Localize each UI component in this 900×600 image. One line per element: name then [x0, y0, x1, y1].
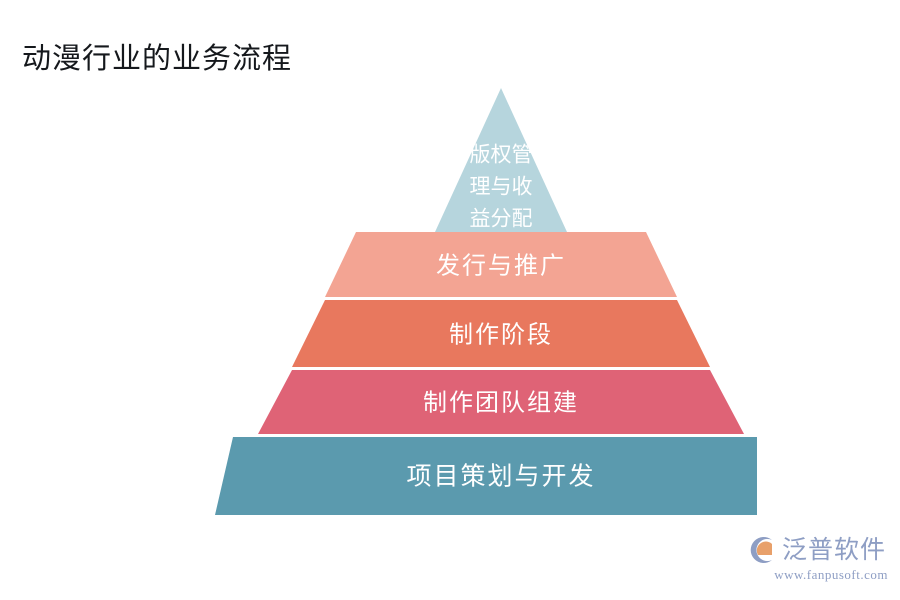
pyramid-layer-1-line-1: 版权管	[470, 144, 533, 167]
pyramid-layer-5[interactable]: 项目策划与开发	[215, 437, 757, 515]
pyramid-layer-2-shape[interactable]	[325, 232, 677, 297]
pyramid-layer-1-shape[interactable]	[435, 88, 567, 232]
pyramid-layer-3-label: 制作阶段	[449, 321, 553, 348]
pyramid-layer-2-label: 发行与推广	[436, 252, 566, 279]
pyramid-layer-2[interactable]: 发行与推广	[325, 232, 677, 297]
pyramid-layer-1-line-2: 理与收	[470, 176, 533, 199]
pyramid-layer-4-shape[interactable]	[258, 370, 744, 434]
brand-logo-row: 泛普软件	[748, 534, 888, 566]
logo-inner-arc-shape	[756, 541, 772, 555]
pyramid-layer-3[interactable]: 制作阶段	[292, 300, 710, 367]
pyramid-layer-1[interactable]: 版权管 理与收 益分配	[435, 88, 567, 232]
pyramid-layer-3-shape[interactable]	[292, 300, 710, 367]
pyramid-layer-4[interactable]: 制作团队组建	[258, 370, 744, 434]
pyramid-layer-1-line-3: 益分配	[470, 208, 533, 231]
brand-name: 泛普软件	[782, 536, 887, 564]
pyramid-layer-5-shape[interactable]	[215, 437, 757, 515]
pyramid-layer-5-label: 项目策划与开发	[406, 463, 595, 491]
page-title: 动漫行业的业务流程	[22, 43, 293, 75]
logo-outer-c-shape	[750, 537, 772, 563]
brand-logo[interactable]: 泛普软件 www.fanpusoft.com	[748, 534, 888, 586]
pyramid-layer-4-label: 制作团队组建	[423, 389, 579, 416]
fanpu-c-arc-logo-icon	[750, 537, 772, 563]
brand-url: www.fanpusoft.com	[774, 567, 888, 582]
